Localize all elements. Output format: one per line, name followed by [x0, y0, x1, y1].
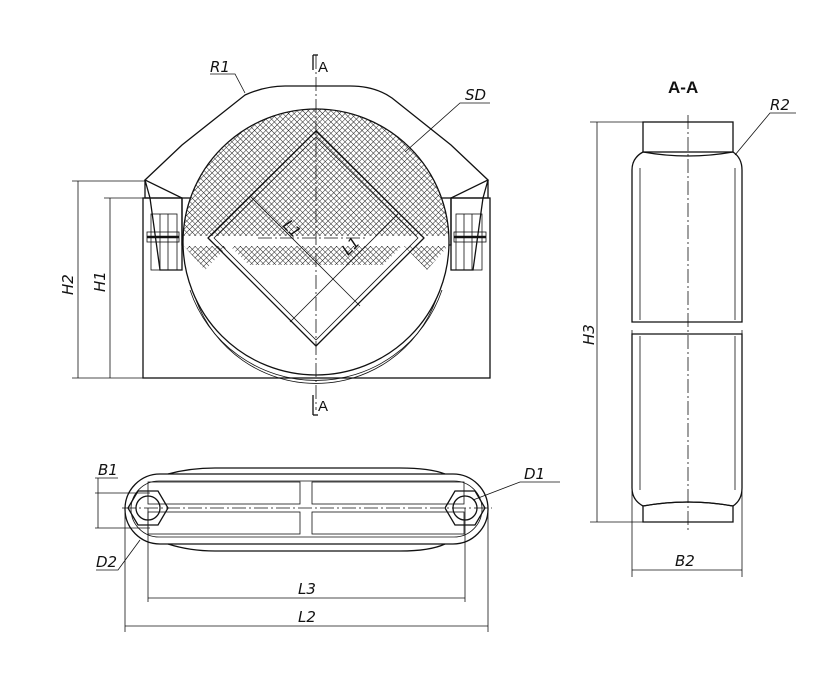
b1-label: B1: [98, 461, 118, 479]
r1-leader: [210, 73, 246, 94]
section-title: A-A: [668, 78, 698, 97]
l1-dimension-line-a: [249, 195, 361, 307]
h3-label: H3: [580, 324, 598, 345]
l3-label: L3: [298, 580, 316, 598]
l1-dimension-line-b: [289, 213, 399, 323]
right-bolt: [453, 213, 487, 271]
left-bolt: [146, 213, 180, 271]
r2-leader: [734, 112, 796, 156]
lower-insert: [631, 333, 743, 507]
section-mark-bottom: A: [318, 398, 328, 415]
h2-label: H2: [59, 274, 77, 295]
right-flange-section: [450, 179, 489, 271]
h1-label: H1: [91, 271, 109, 292]
front-view: A A L1 L1 R1 SD H2 H1: [59, 54, 491, 416]
l2-label: L2: [298, 608, 316, 626]
sd-leader: [404, 102, 490, 153]
rib-slot: [311, 511, 465, 535]
rib-slot: [311, 481, 465, 505]
outer-outline: [124, 473, 489, 545]
d2-label: D2: [96, 553, 117, 571]
section-mark-top: A: [318, 59, 328, 76]
section-view: A-A R2 H3 B2: [580, 78, 796, 577]
d2-leader: [96, 539, 141, 571]
upper-insert: [631, 151, 743, 323]
rib-slot: [147, 481, 301, 505]
d1-leader: [472, 481, 560, 501]
r2-label: R2: [770, 96, 790, 114]
d1-label: D1: [524, 465, 545, 483]
sd-label: SD: [465, 86, 486, 104]
top-view: B1 D1 D2 L3 L2: [95, 461, 560, 632]
bottom-section: [642, 501, 734, 523]
b2-label: B2: [675, 552, 695, 570]
left-flange-section: [144, 179, 183, 271]
r1-label: R1: [210, 58, 230, 76]
rib-slot: [147, 511, 301, 535]
